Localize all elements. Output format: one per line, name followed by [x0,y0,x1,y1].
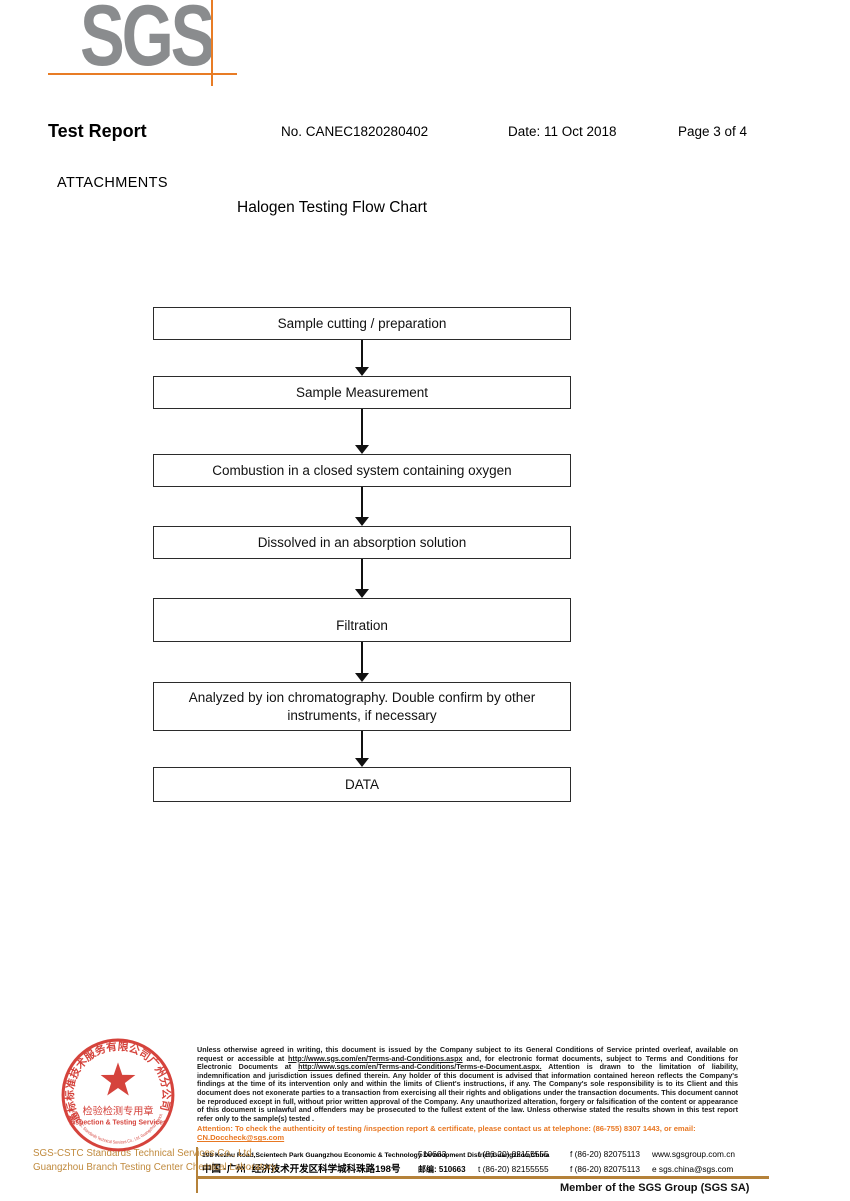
legal-disclaimer: Unless otherwise agreed in writing, this… [197,1045,738,1123]
attachments-heading: ATTACHMENTS [57,175,168,191]
down-arrow-icon [355,642,369,682]
page-indicator: Page 3 of 4 [678,124,748,139]
flow-step-analysis: Analyzed by ion chromatography. Double c… [153,682,571,731]
lab-company-line2: Guangzhou Branch Testing Center Chemical… [33,1161,279,1173]
flow-step-filtration: Filtration [153,598,571,642]
terms-e-document-link[interactable]: http://www.sgs.com/en/Terms-and-Conditio… [298,1062,542,1072]
fax: f (86-20) 82075113 [570,1164,640,1174]
flow-step-combustion: Combustion in a closed system containing… [153,454,571,487]
inspection-testing-seal-stamp: 通标标准技术服务有限公司广州分公司 SGS-CSTC Standards Tec… [61,1038,175,1152]
lab-company-line1: SGS-CSTC Standards Technical Services Co… [33,1148,255,1159]
address-row-en: 198 Kezhu Road,Scientech Park Guangzhou … [202,1149,750,1159]
flow-step-label: Combustion in a closed system containing… [212,462,512,478]
flow-step-sample-measurement: Sample Measurement [153,376,571,409]
footer-horizontal-rule [197,1176,769,1179]
website-link[interactable]: www.sgsgroup.com.cn [652,1149,736,1159]
sgs-group-member-note: Member of the SGS Group (SGS SA) [560,1182,750,1194]
sgs-logo: SGS [80,0,215,84]
down-arrow-icon [355,559,369,598]
down-arrow-icon [355,409,369,454]
flow-step-label: Analyzed by ion chromatography. Double c… [188,689,536,723]
doccheck-email-link[interactable]: CN.Doccheck@sgs.com [197,1133,285,1143]
report-date: Date: 11 Oct 2018 [508,124,617,139]
legal-text: and, for electronic format documents, su… [197,1053,738,1072]
address-row-cn: 中国 ·广州 ·经济技术开发区科学城科珠路198号 邮编: 510663 t (… [202,1161,750,1175]
lab-company-name: SGS-CSTC Standards Technical Services Co… [33,1147,278,1174]
down-arrow-icon [355,487,369,526]
flowchart-title: Halogen Testing Flow Chart [237,199,428,216]
fax: f (86-20) 82075113 [570,1149,640,1159]
logo-crosshair-vertical-line [211,0,213,86]
address-block: 198 Kezhu Road,Scientech Park Guangzhou … [202,1149,750,1175]
flow-step-data: DATA [153,767,571,802]
down-arrow-icon [355,731,369,767]
flow-step-label: DATA [344,776,379,792]
attention-text: Attention: To check the authenticity of … [197,1124,696,1133]
flow-step-label: Dissolved in an absorption solution [257,534,467,550]
flow-step-dissolved: Dissolved in an absorption solution [153,526,571,559]
flow-step-label: Sample Measurement [295,384,429,400]
page-title: Test Report [48,121,147,141]
stamp-center-text-cn: 检验检测专用章 [82,1104,153,1117]
star-icon [100,1062,136,1096]
address-cn: 中国 ·广州 ·经济技术开发区科学城科珠路198号 [202,1164,401,1175]
report-number: No. CANEC1820280402 [281,124,429,139]
stamp-ring [61,1038,175,1152]
down-arrow-icon [355,340,369,376]
legal-text: Attention is drawn to the limitation of … [197,1062,738,1123]
terms-conditions-link[interactable]: http://www.sgs.com/en/Terms-and-Conditio… [288,1053,463,1063]
stamp-center-text-en: Inspection & Testing Services [69,1119,167,1126]
flow-step-label: Sample cutting / preparation [277,315,447,331]
footer-vertical-rule [196,1147,198,1193]
address-en: 198 Kezhu Road,Scientech Park Guangzhou … [202,1152,550,1159]
authenticity-attention-note: Attention: To check the authenticity of … [197,1124,738,1142]
postal-code-cn: 邮编: 510663 [418,1165,466,1174]
postal-code: 510663 [418,1149,447,1159]
telephone: t (86-20) 82155555 [478,1164,549,1174]
email-link[interactable]: e sgs.china@sgs.com [652,1164,734,1174]
legal-text: Unless otherwise agreed in writing, this… [197,1045,738,1063]
telephone: t (86-20) 82155555 [478,1149,549,1159]
flow-step-sample-cutting: Sample cutting / preparation [153,307,571,340]
logo-crosshair-horizontal-line [48,73,237,75]
flow-step-label: Filtration [336,618,388,634]
